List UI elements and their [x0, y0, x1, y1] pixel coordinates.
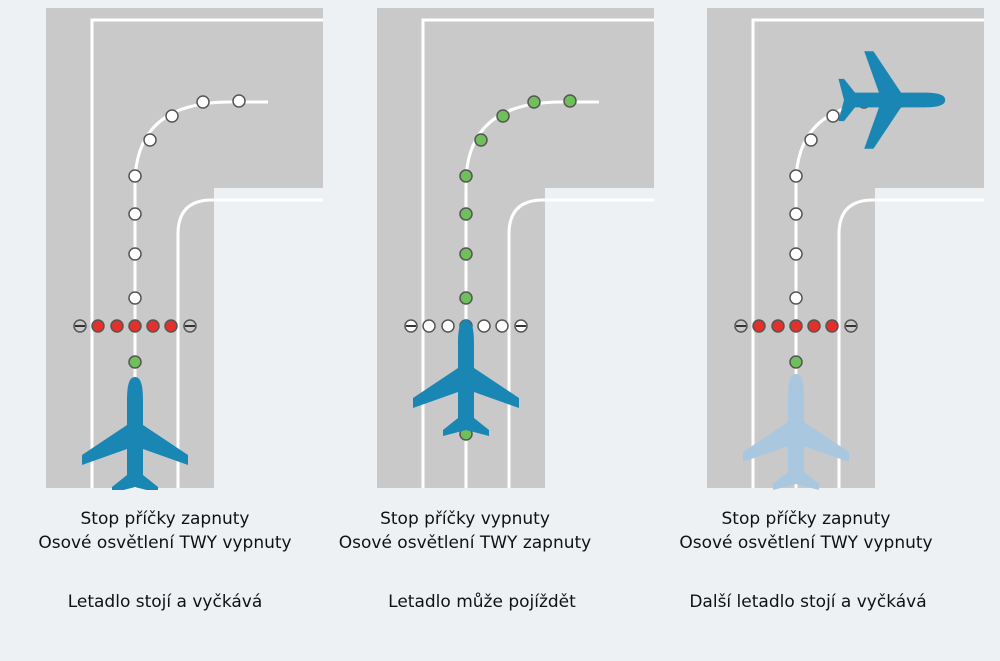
stop-bar-light-icon [771, 319, 785, 333]
taxiway-light-icon [789, 291, 803, 305]
centerline-state: Osové osvětlení TWY vypnuty [679, 533, 933, 553]
taxiway-edge-marking [507, 198, 654, 488]
taxiway-edge-marking [837, 198, 984, 488]
stop-bar-lights [734, 319, 858, 333]
taxiway-light-icon [496, 109, 510, 123]
centerline-lights [459, 94, 577, 305]
taxiway-light-icon [165, 109, 179, 123]
lead-in-light [789, 355, 803, 369]
taxiway-light-icon [826, 109, 840, 123]
taxiway-light-icon [527, 95, 541, 109]
stop-bar-state: Stop příčky vypnuty [380, 509, 550, 529]
centerline-state: Osové osvětlení TWY zapnuty [338, 533, 592, 553]
stop-bar-light-icon [91, 319, 105, 333]
stop-bar-light-icon [752, 319, 766, 333]
panel-1-stop-bar-on [46, 8, 323, 490]
stop-bar-light-icon [807, 319, 821, 333]
stop-bar-light-icon [110, 319, 124, 333]
centerline-state: Osové osvětlení TWY vypnuty [38, 533, 292, 553]
taxiway-light-icon [459, 247, 473, 261]
panel-3-action: Další letadlo stojí a vyčkává [689, 592, 927, 612]
taxiway-light-icon [128, 247, 142, 261]
panel-1-caption: Stop příčky zapnuty Osové osvětlení TWY … [0, 507, 330, 555]
taxiway-light-icon [143, 133, 157, 147]
stop-bar-state: Stop příčky zapnuty [80, 509, 250, 529]
lead-in-light [128, 355, 142, 369]
panel-2-stop-bar-off [377, 8, 654, 488]
stop-bar-light-icon [164, 319, 178, 333]
taxiway-pavement [707, 8, 984, 488]
taxiway-light-icon [459, 207, 473, 221]
taxiway-light-icon [804, 133, 818, 147]
taxiway-light-icon [789, 207, 803, 221]
panel-1-action: Letadlo stojí a vyčkává [67, 592, 263, 612]
stop-bar-light-icon [146, 319, 160, 333]
taxiway-light-icon [789, 169, 803, 183]
taxiway-pavement [377, 8, 654, 488]
stop-bar-light-icon [495, 319, 509, 333]
taxiway-light-icon [474, 133, 488, 147]
taxiway-light-icon [459, 169, 473, 183]
taxiway-light-icon [459, 291, 473, 305]
taxiway-light-icon [789, 247, 803, 261]
stop-bar-light-icon [441, 319, 455, 333]
taxiway-edge-marking [90, 18, 323, 488]
stop-bar-lights [73, 319, 197, 333]
taxiway-light-icon [128, 291, 142, 305]
taxiway-light-icon [196, 95, 210, 109]
stop-bar-light-icon [422, 319, 436, 333]
panel-3-next-aircraft [707, 8, 984, 490]
taxiway-lighting-diagram [46, 8, 984, 490]
panel-2-caption: Stop příčky vypnuty Osové osvětlení TWY … [300, 507, 630, 555]
taxiway-light-icon [128, 169, 142, 183]
taxiway-light-icon [232, 94, 246, 108]
stop-bar-light-icon [477, 319, 491, 333]
stop-bar-state: Stop příčky zapnuty [721, 509, 891, 529]
taxiway-edge-marking [751, 18, 984, 488]
stop-bar-light-icon [128, 319, 142, 333]
stop-bar-light-icon [825, 319, 839, 333]
taxiway-edge-marking [421, 18, 654, 488]
centerline-lights [128, 94, 246, 305]
taxiway-light-icon [128, 207, 142, 221]
panel-3-caption: Stop příčky zapnuty Osové osvětlení TWY … [641, 507, 971, 555]
panel-2-action: Letadlo může pojíždět [388, 592, 576, 612]
stop-bar-light-icon [789, 319, 803, 333]
taxiway-pavement [46, 8, 323, 488]
taxiway-light-icon [563, 94, 577, 108]
taxiway-edge-marking [176, 198, 323, 488]
